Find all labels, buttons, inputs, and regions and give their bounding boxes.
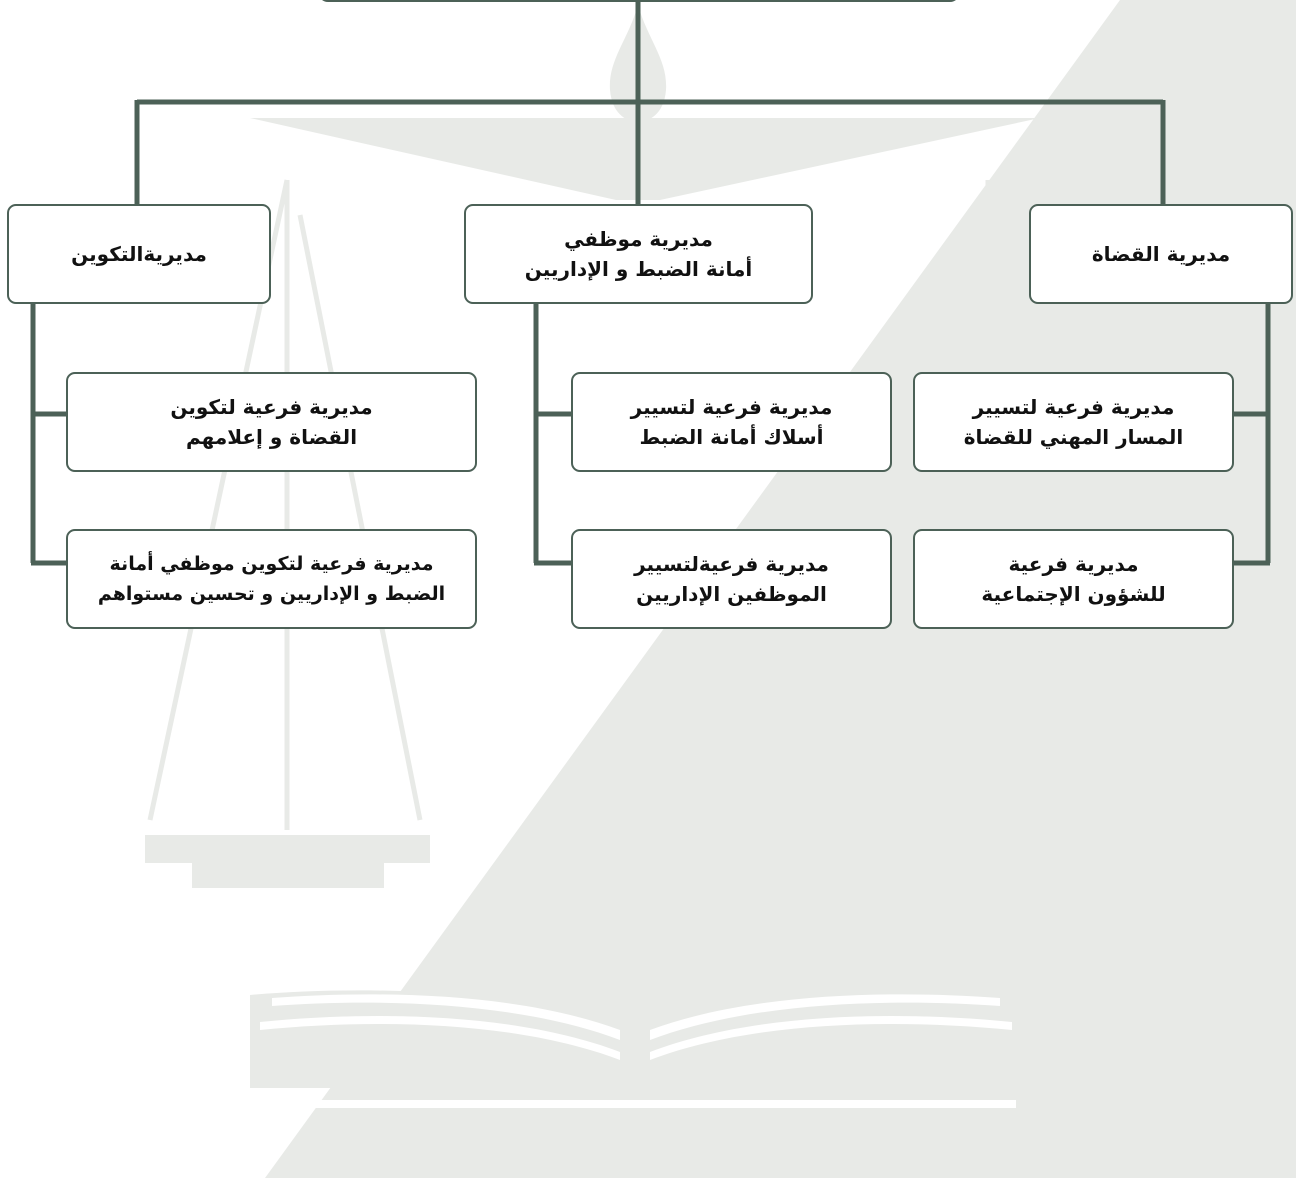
subdirectorate-clerk-corps-line-2: أسلاك أمانة الضبط	[639, 425, 824, 449]
directorate-clerks-administrators: مديرية موظفي أمانة الضبط و الإداريين	[464, 204, 813, 304]
subdirectorate-staff-training: مديرية فرعية لتكوين موظفي أمانة الضبط و …	[66, 529, 477, 629]
subdirectorate-admin-staff-line-2: الموظفين الإداريين	[636, 582, 827, 606]
directorate-judges-line-1: مديرية القضاة	[1091, 242, 1231, 266]
subdirectorate-judges-career-line-2: المسار المهني للقضاة	[963, 425, 1184, 449]
directorate-training: مديريةالتكوين	[7, 204, 271, 304]
top-directorate-box	[318, 0, 960, 2]
subdirectorate-judges-career: مديرية فرعية لتسيير المسار المهني للقضاة	[913, 372, 1234, 472]
subdirectorate-staff-training-line-2: الضبط و الإداريين و تحسين مستواهم	[97, 583, 446, 605]
directorate-training-line-1: مديريةالتكوين	[71, 242, 207, 266]
directorate-clerks-line-2: أمانة الضبط و الإداريين	[524, 257, 753, 281]
subdirectorate-social-affairs-line-1: مديرية فرعية	[1008, 552, 1139, 576]
subdirectorate-admin-staff-line-1: مديرية فرعيةلتسيير	[634, 552, 829, 576]
subdirectorate-social-affairs: مديرية فرعية للشؤون الإجتماعية	[913, 529, 1234, 629]
subdirectorate-clerk-corps: مديرية فرعية لتسيير أسلاك أمانة الضبط	[571, 372, 892, 472]
subdirectorate-judges-training: مديرية فرعية لتكوين القضاة و إعلامهم	[66, 372, 477, 472]
subdirectorate-staff-training-line-1: مديرية فرعية لتكوين موظفي أمانة	[109, 553, 434, 575]
subdirectorate-judges-career-line-1: مديرية فرعية لتسيير	[972, 395, 1175, 419]
subdirectorate-admin-staff: مديرية فرعيةلتسيير الموظفين الإداريين	[571, 529, 892, 629]
org-connector-lines	[30, 0, 1271, 566]
directorate-clerks-line-1: مديرية موظفي	[564, 227, 713, 251]
directorate-judges: مديرية القضاة	[1029, 204, 1293, 304]
subdirectorate-clerk-corps-line-1: مديرية فرعية لتسيير	[630, 395, 833, 419]
subdirectorate-social-affairs-line-2: للشؤون الإجتماعية	[981, 582, 1166, 606]
subdirectorate-judges-training-line-2: القضاة و إعلامهم	[185, 425, 358, 449]
subdirectorate-judges-training-line-1: مديرية فرعية لتكوين	[170, 395, 373, 419]
